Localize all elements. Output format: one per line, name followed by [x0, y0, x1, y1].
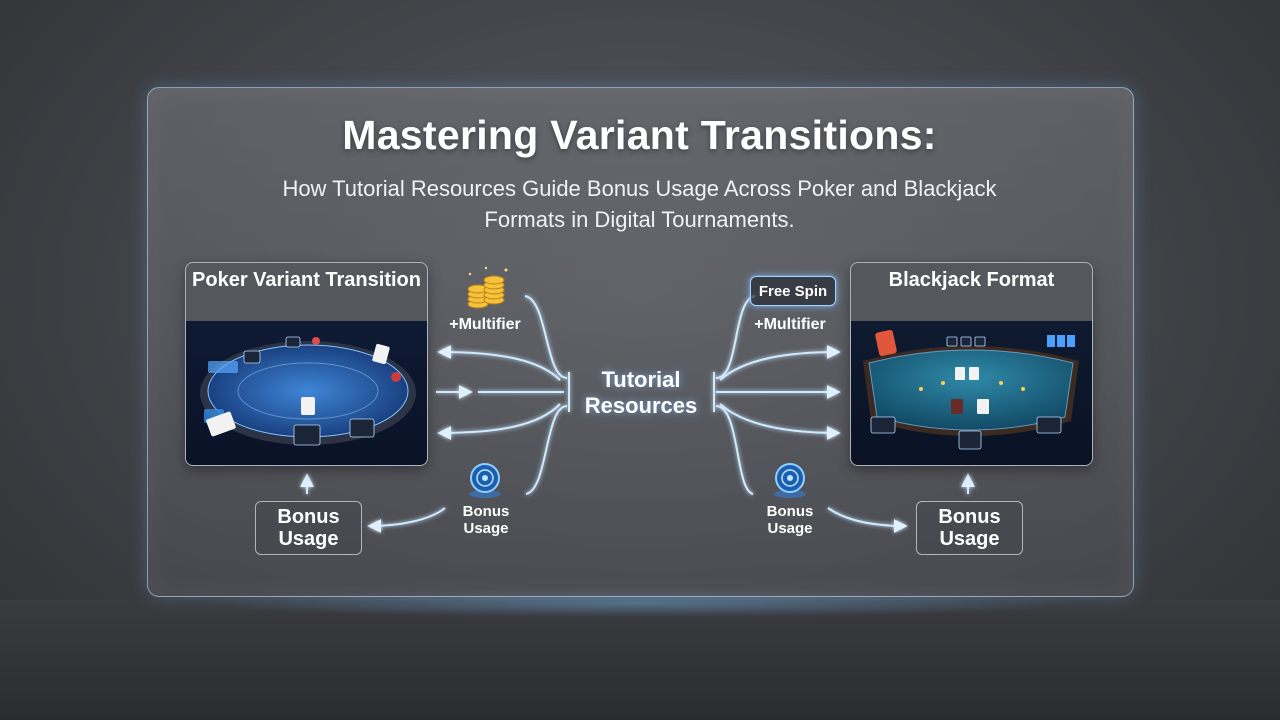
- arrow-right-upper: [719, 345, 841, 381]
- left-bonus-usage-label: Bonus Usage: [462, 503, 510, 537]
- blackjack-card-title: Blackjack Format: [888, 269, 1055, 291]
- blackjack-table-icon: [851, 321, 1092, 465]
- poker-variant-card[interactable]: Poker Variant Transition: [185, 262, 428, 466]
- free-spin-badge[interactable]: Free Spin: [750, 276, 836, 306]
- flow-line-left-top: [524, 295, 568, 379]
- arrow-left-lower: [437, 403, 561, 440]
- right-multiplier-label: +Multifier: [754, 316, 826, 333]
- arrow-left-upper: [437, 345, 561, 381]
- bonus-token-icon: [469, 463, 501, 498]
- bonus-token-icon-right: [774, 463, 806, 498]
- flow-line-right-bottom: [715, 405, 754, 495]
- gold-coins-icon: [467, 266, 508, 309]
- poker-card-title: Poker Variant Transition: [192, 269, 421, 291]
- arrow-left-bonus: [367, 507, 446, 533]
- left-multiplier-label: +Multifier: [449, 316, 521, 333]
- left-bonus-usage-box[interactable]: Bonus Usage: [255, 501, 362, 555]
- tutorial-resources-label[interactable]: Tutorial Resources: [584, 367, 698, 418]
- floor: [0, 600, 1280, 720]
- arrow-right-bonus: [827, 507, 908, 533]
- arrow-right-lower: [719, 403, 841, 440]
- page-title: Mastering Variant Transitions:: [342, 112, 937, 158]
- blackjack-format-card[interactable]: Blackjack Format: [850, 262, 1093, 466]
- flow-line-left-bottom: [525, 405, 568, 495]
- page-subtitle: How Tutorial Resources Guide Bonus Usage…: [282, 176, 997, 232]
- flow-line-right-top: [715, 295, 756, 379]
- right-bonus-usage-label: Bonus Usage: [766, 503, 814, 537]
- right-bonus-usage-box[interactable]: Bonus Usage: [916, 501, 1023, 555]
- poker-table-icon: [186, 321, 427, 465]
